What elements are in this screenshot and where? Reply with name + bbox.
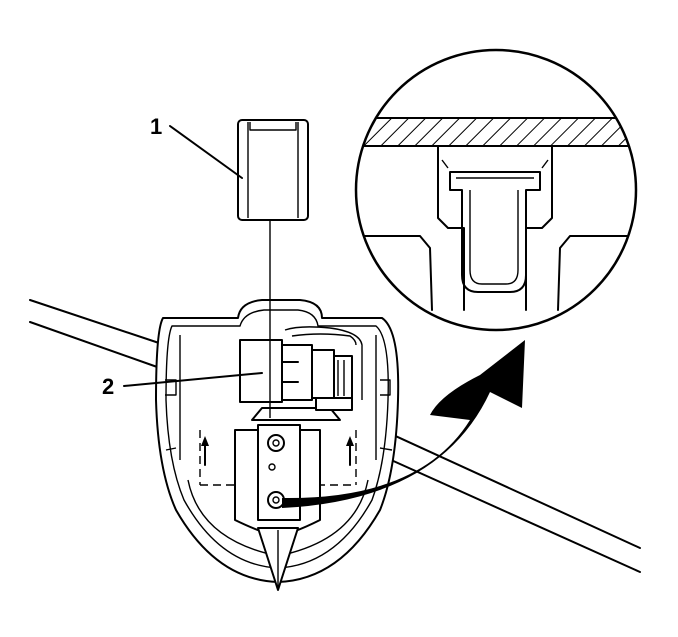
lens	[237, 119, 309, 418]
callout-1-label: 1	[150, 114, 162, 139]
headliner-lines	[29, 299, 641, 573]
connector	[239, 326, 363, 421]
detail-view	[354, 48, 638, 332]
leader-lines	[123, 125, 263, 387]
callout-2-label: 2	[102, 374, 114, 399]
